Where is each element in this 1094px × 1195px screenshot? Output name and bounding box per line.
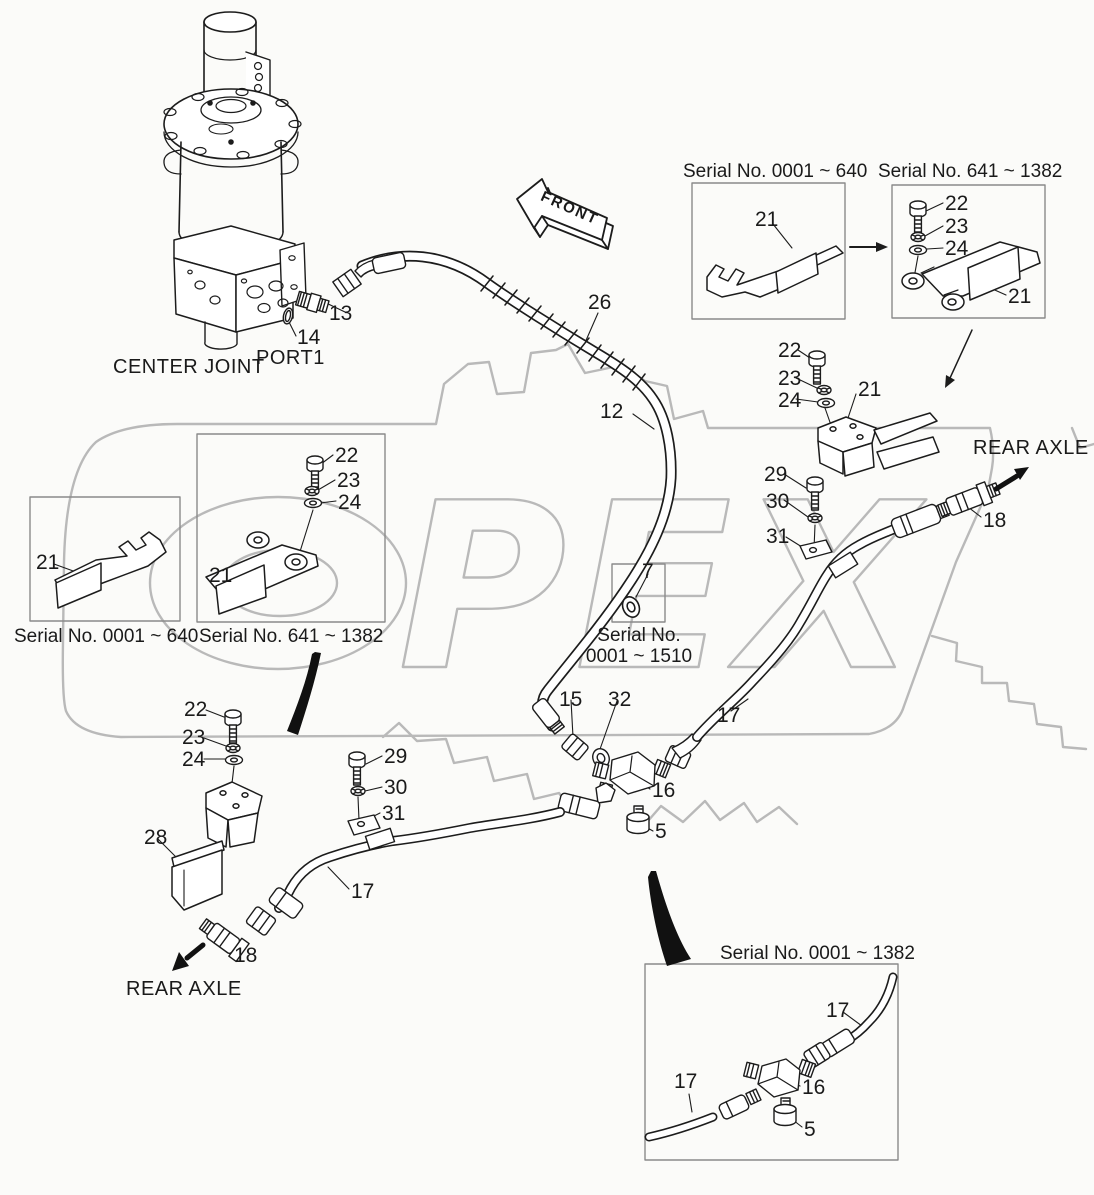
watermark-gear-teeth xyxy=(930,634,1088,751)
part-label-17: 17 xyxy=(674,1070,698,1093)
serial-title-top-right-b: Serial No. 641 ~ 1382 xyxy=(878,161,1063,182)
serial-box-top-right-b xyxy=(891,184,1046,319)
bracket-21-main xyxy=(817,412,940,477)
nut-15 xyxy=(561,733,589,761)
part-label-24: 24 xyxy=(338,491,362,514)
part-label-18: 18 xyxy=(983,509,1007,532)
part-label-28: 28 xyxy=(144,826,168,849)
sleeve xyxy=(268,887,304,919)
serial-title-center-line1: Serial No. xyxy=(597,625,681,646)
part-label-22: 22 xyxy=(184,698,208,721)
part-label-21: 21 xyxy=(1008,285,1032,308)
serial-box-bottom-right xyxy=(644,963,899,1161)
bottom-box-parts xyxy=(649,977,893,1137)
front-arrow xyxy=(516,178,614,250)
serial-title-bottom-right: Serial No. 0001 ~ 1382 xyxy=(720,943,915,964)
serial-title-top-right-a: Serial No. 0001 ~ 640 xyxy=(683,161,868,182)
part-label-23: 23 xyxy=(337,469,361,492)
spiral-wrap-26 xyxy=(480,275,646,391)
part-label-16: 16 xyxy=(802,1076,826,1099)
nut xyxy=(245,906,277,936)
serial-title-mid-left-a: Serial No. 0001 ~ 640 xyxy=(14,626,199,647)
plug-5 xyxy=(626,805,650,835)
part-label-7: 7 xyxy=(642,560,654,583)
part-label-26: 26 xyxy=(588,291,612,314)
part-label-24: 24 xyxy=(182,748,206,771)
part-label-31: 31 xyxy=(766,525,790,548)
rear-axle-arrow-left xyxy=(172,942,206,971)
part-label-12: 12 xyxy=(600,400,624,423)
part-label-23: 23 xyxy=(778,367,802,390)
part-label-30: 30 xyxy=(766,490,790,513)
part-label-15: 15 xyxy=(559,688,583,711)
tee-16 xyxy=(591,751,672,798)
center-joint-caption: CENTER JOINT xyxy=(113,356,265,378)
watermark-letters: PEX xyxy=(398,455,927,722)
watermark-gear-border xyxy=(61,342,995,739)
plug-5-detail xyxy=(773,1097,797,1127)
watermark-gear-teeth xyxy=(1070,426,1094,450)
swoosh-arrow-lower xyxy=(648,871,691,966)
hose-12 xyxy=(332,252,671,735)
port1-caption: PORT1 xyxy=(256,347,325,369)
clamp-band xyxy=(364,827,396,851)
arrow-between-boxes xyxy=(849,242,888,252)
part-label-22: 22 xyxy=(335,444,359,467)
part-label-29: 29 xyxy=(384,745,408,768)
hose-17-lower xyxy=(245,782,616,936)
swoosh-arrow-upper xyxy=(287,652,321,735)
part-label-21: 21 xyxy=(755,208,779,231)
clamp-band xyxy=(827,551,859,579)
serial-title-center-line2: 0001 ~ 1510 xyxy=(585,646,693,667)
part-label-5: 5 xyxy=(804,1118,816,1141)
serial-title-mid-left-b: Serial No. 641 ~ 1382 xyxy=(199,626,384,647)
part-label-14: 14 xyxy=(297,326,321,349)
part-label-23: 23 xyxy=(182,726,206,749)
part-label-17: 17 xyxy=(717,704,741,727)
part-label-22: 22 xyxy=(778,339,802,362)
part-label-21: 21 xyxy=(858,378,882,401)
arrow-box-to-bracket xyxy=(945,329,973,388)
part-label-16: 16 xyxy=(652,779,676,802)
rear-axle-arrow-right xyxy=(993,467,1029,492)
part-label-17: 17 xyxy=(826,999,850,1022)
leader-lines xyxy=(53,202,1007,1128)
part-label-22: 22 xyxy=(945,192,969,215)
watermark-gear-teeth xyxy=(639,799,799,831)
part-label-32: 32 xyxy=(608,688,632,711)
part-label-30: 30 xyxy=(384,776,408,799)
part-label-21: 21 xyxy=(209,564,233,587)
bracket-28 xyxy=(171,781,263,911)
part-label-23: 23 xyxy=(945,215,969,238)
adapter-13-oring-14 xyxy=(282,290,330,325)
fitting-18-left xyxy=(198,918,250,963)
part-label-18: 18 xyxy=(234,944,258,967)
serial-box-mid-left-b xyxy=(196,433,386,623)
box-mid-left-a-bracket xyxy=(54,531,167,609)
part-label-24: 24 xyxy=(945,237,969,260)
box-top-right-a-bracket xyxy=(706,245,844,298)
junction-parts xyxy=(561,733,702,835)
seal-7 xyxy=(621,596,641,618)
part-label-17: 17 xyxy=(351,880,375,903)
part-label-29: 29 xyxy=(764,463,788,486)
part-label-21: 21 xyxy=(36,551,60,574)
serial-boxes xyxy=(29,182,1046,1161)
part-label-24: 24 xyxy=(778,389,802,412)
part-label-5: 5 xyxy=(655,820,667,843)
serial-box-mid-left-a xyxy=(29,496,181,622)
opex-watermark: PEX xyxy=(61,342,1094,831)
clamp-31-right xyxy=(799,539,833,560)
part-label-13: 13 xyxy=(329,302,353,325)
serial-box-top-right-a xyxy=(691,182,846,320)
rear-axle-caption-right: REAR AXLE xyxy=(973,437,1089,459)
center-joint-drawing xyxy=(163,11,307,350)
part-label-31: 31 xyxy=(382,802,406,825)
box-mid-left-b-bracket xyxy=(205,531,319,615)
clamp-31-left xyxy=(347,814,381,836)
rear-axle-caption-left: REAR AXLE xyxy=(126,978,242,1000)
box-top-right-b-bracket xyxy=(901,241,1041,311)
